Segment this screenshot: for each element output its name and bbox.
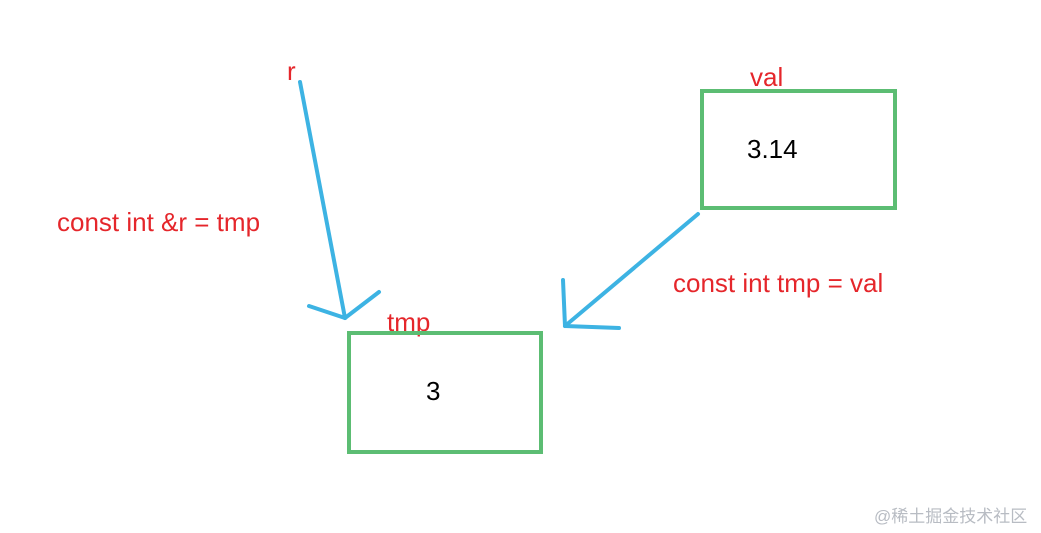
tmp-box-value: 3 [426, 376, 441, 406]
arrow-val-head-up [561, 278, 567, 328]
label-val: val [750, 62, 784, 92]
arrow-r-shaft [298, 80, 347, 320]
arrow-r-head-right [343, 290, 381, 320]
arrow-val-shaft [563, 212, 700, 328]
arrow-r-head-left [307, 304, 347, 320]
val-box: 3.14 [700, 89, 897, 210]
watermark-text: @稀土掘金技术社区 [874, 507, 1028, 526]
tmp-box: 3 [347, 331, 543, 454]
label-ref-declaration: const int &r = tmp [57, 207, 261, 237]
label-tmp-declaration: const int tmp = val [673, 268, 884, 298]
arrow-val-head-right [563, 324, 621, 330]
label-r: r [287, 56, 296, 86]
arrow-r-to-tmp [298, 80, 381, 320]
label-tmp: tmp [387, 307, 431, 337]
val-box-value: 3.14 [747, 134, 798, 164]
arrow-val-to-tmp [561, 212, 700, 330]
